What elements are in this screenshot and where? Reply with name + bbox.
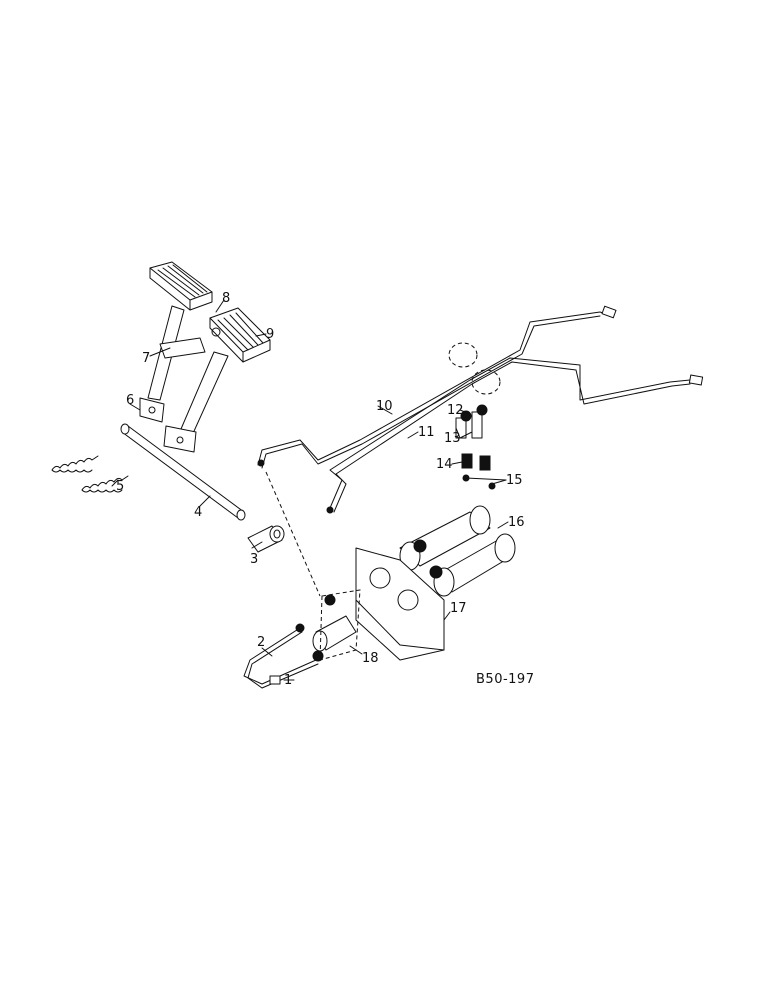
callout-15: 15 [506, 473, 523, 488]
brake-line-upper [257, 311, 613, 469]
connection-dashed [265, 471, 321, 597]
hidden-clamp-a [448, 342, 478, 368]
callout-10: 10 [376, 399, 393, 414]
callout-13: 13 [444, 431, 461, 446]
callout-2: 2 [257, 635, 265, 650]
mounting-bracket [355, 547, 445, 661]
leader-lines [111, 299, 509, 681]
line-fittings [257, 305, 704, 514]
clutch-line-fitting [295, 623, 305, 633]
callout-7: 7 [142, 351, 150, 366]
clutch-line-end-fitting [269, 675, 281, 685]
callout-16: 16 [508, 515, 525, 530]
callout-11: 11 [418, 425, 435, 440]
callout-4: 4 [194, 505, 202, 520]
callout-1: 1 [284, 673, 292, 688]
drawing-code: B50-197 [476, 672, 534, 687]
clutch-line [243, 627, 319, 689]
brake-pedal [159, 307, 271, 453]
callout-14: 14 [436, 457, 453, 472]
brake-line-lower [329, 357, 691, 513]
callout-9: 9 [266, 327, 274, 342]
callout-17: 17 [450, 601, 467, 616]
callout-18: 18 [362, 651, 379, 666]
callout-3: 3 [250, 552, 258, 567]
callout-12: 12 [447, 403, 464, 418]
cross-shaft [120, 423, 246, 521]
master-cylinders [399, 505, 516, 597]
bushing [247, 525, 285, 553]
callout-8: 8 [222, 291, 230, 306]
callout-5: 5 [116, 479, 124, 494]
callout-6: 6 [126, 393, 134, 408]
return-springs [51, 455, 129, 493]
hidden-clamp-b [471, 369, 501, 395]
slave-cylinder [312, 594, 357, 662]
